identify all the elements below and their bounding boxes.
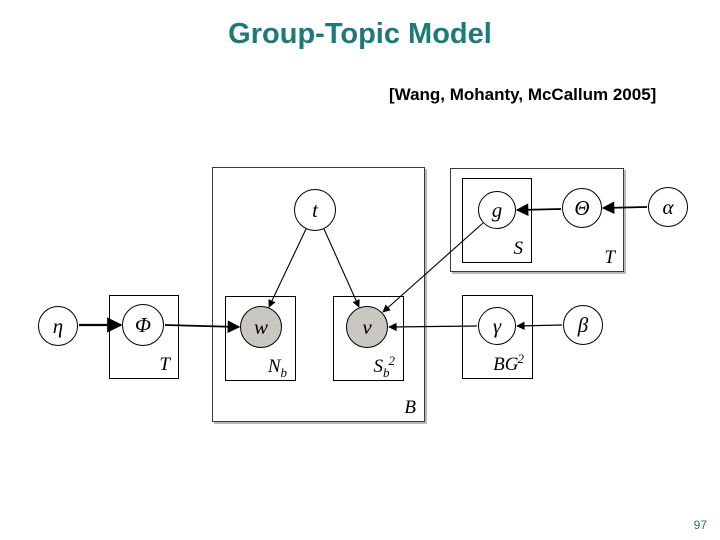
page-number: 97: [693, 518, 707, 532]
plate-label-Nb: Nb: [267, 356, 287, 380]
plate-label-B: B: [404, 397, 416, 418]
node-label-gamma: γ: [492, 313, 502, 338]
node-v: v: [346, 306, 388, 348]
node-beta: β: [563, 305, 603, 345]
plate-label-T-right: T: [604, 247, 615, 268]
edge-t-to-v: [323, 228, 360, 308]
node-label-g: g: [491, 197, 503, 222]
edge-theta-to-g: [515, 203, 562, 217]
plate-BG2: BG2: [462, 295, 533, 379]
node-label-theta: Θ: [574, 195, 590, 220]
node-label-eta: η: [52, 313, 64, 338]
edge-t-to-w: [268, 228, 307, 308]
node-w: w: [240, 306, 282, 348]
citation: [Wang, Mohanty, McCallum 2005]: [389, 85, 657, 104]
node-label-alpha: α: [662, 194, 674, 219]
plate-T-left: T: [109, 295, 179, 379]
plate-B: B: [212, 167, 425, 422]
edge-g-to-v: [382, 222, 484, 313]
plate-T-right: T: [450, 168, 624, 272]
plate-Sb2: Sb2: [333, 296, 404, 381]
node-label-t: t: [312, 197, 318, 222]
node-eta: η: [38, 306, 78, 346]
plate-label-BG2: BG2: [493, 350, 524, 375]
node-theta: Θ: [562, 188, 602, 228]
node-label-phi: Φ: [135, 312, 151, 337]
node-gamma: γ: [478, 307, 516, 345]
node-label-beta: β: [577, 312, 589, 337]
node-alpha: α: [648, 187, 688, 227]
node-label-w: w: [253, 314, 268, 339]
node-t: t: [294, 189, 336, 231]
plate-label-T-left: T: [159, 354, 170, 375]
slide-title: Group-Topic Model: [228, 18, 492, 50]
plate-Nb: Nb: [225, 296, 296, 381]
node-phi: Φ: [122, 304, 164, 346]
plate-label-S: S: [513, 238, 524, 259]
edge-gamma-to-v: [388, 322, 478, 332]
plate-label-Sb2: Sb2: [373, 352, 396, 380]
plate-S: S: [462, 178, 532, 263]
edge-beta-to-gamma: [516, 321, 563, 331]
edge-alpha-to-theta: [601, 201, 648, 215]
edge-phi-to-w: [164, 320, 241, 333]
node-g: g: [478, 191, 516, 229]
node-label-v: v: [362, 314, 372, 339]
